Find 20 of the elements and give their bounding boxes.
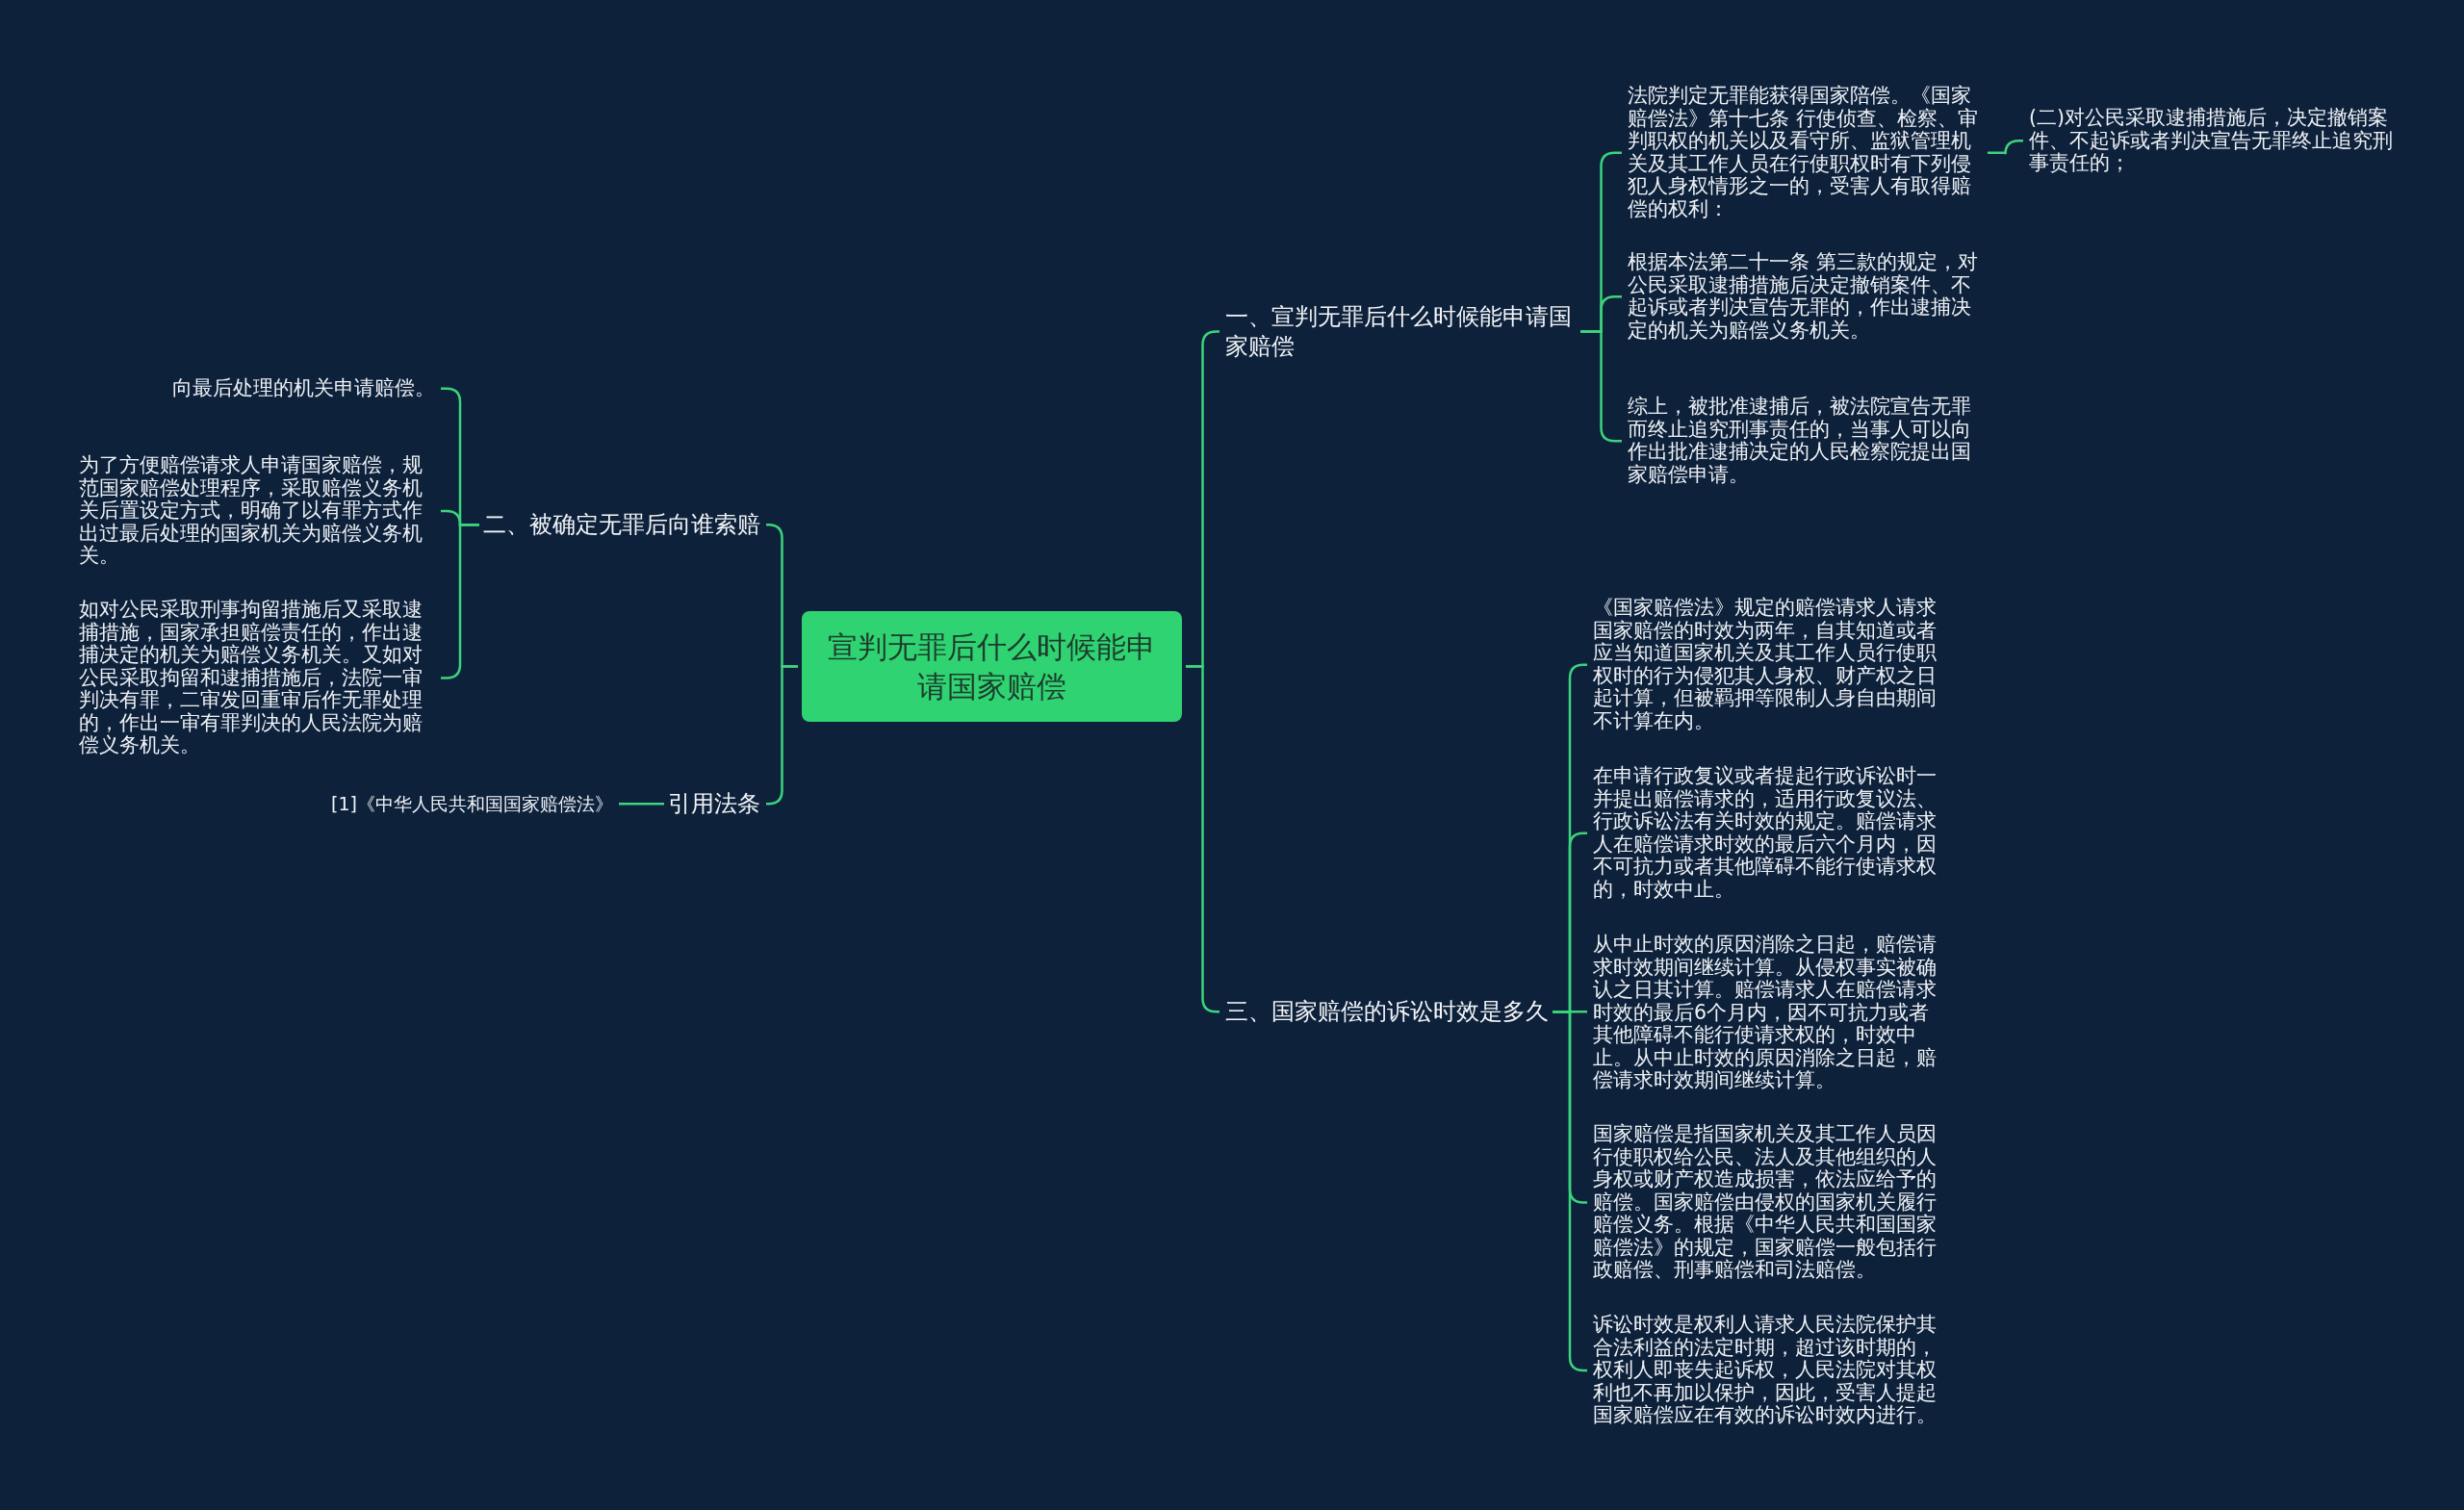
note-text: [1]《中华人民共和国国家赔偿法》: [331, 794, 613, 815]
connector-line: [1988, 140, 2023, 156]
branch-topic-text: 一、宣判无罪后什么时候能申请国家赔偿: [1225, 302, 1577, 362]
note-text: (二)对公民采取逮捕措施后，决定撤销案件、不起诉或者判决宣告无罪终止追究刑事责任的；: [2029, 107, 2404, 175]
note-text: 法院判定无罪能获得国家陪偿。《国家赔偿法》第十七条 行使侦查、检察、审判职权的机关以及看守所、监狱管理机关及其工作人员在行使职权时有下列侵犯人身权情形之一的，受害人有取得赔偿的权利：: [1628, 85, 1984, 221]
note-text: 从中止时效的原因消除之日起，赔偿请求时效期间继续计算。从侵权事实被确认之日其计算。赔偿请求人在赔偿请求时效的最后6个月内，因不可抗力或者其他障碍不能行使请求权的，时效中止。从中止时效的原因消除之日起，赔偿请求时效期间继续计算。: [1593, 934, 1949, 1092]
note-text: 向最后处理的机关申请赔偿。: [172, 377, 435, 400]
note-text: 在申请行政复议或者提起行政诉讼时一并提出赔偿请求的，适用行政复议法、行政诉讼法有关时效的规定。赔偿请求人在赔偿请求时效的最后六个月内，因不可抗力或者其他障碍不能行使请求权的，时效中止。: [1593, 765, 1949, 902]
note-text: 国家赔偿是指国家机关及其工作人员因行使职权给公民、法人及其他组织的人身权或财产权造成损害，依法应给予的赔偿。国家赔偿由侵权的国家机关履行赔偿义务。根据《中华人民共和国国家赔偿法》的规定，国家赔偿一般包括行政赔偿、刑事赔偿和司法赔偿。: [1593, 1123, 1949, 1282]
note-text: 诉讼时效是权利人请求人民法院保护其合法利益的法定时期，超过该时期的，权利人即丧失起诉权，人民法院对其权利也不再加以保护，因此，受害人提起国家赔偿应在有效的诉讼时效内进行。: [1593, 1314, 1949, 1427]
connector-line: [619, 803, 664, 806]
branch-topic-text: 三、国家赔偿的诉讼时效是多久: [1225, 997, 1549, 1027]
branch-topic-text: 引用法条: [668, 789, 760, 819]
note-text: 综上，被批准逮捕后，被法院宣告无罪而终止追究刑事责任的，当事人可以向作出批准逮捕决定的人民检察院提出国家赔偿申请。: [1628, 396, 1984, 487]
note-text: 《国家赔偿法》规定的赔偿请求人请求国家赔偿的时效为两年，自其知道或者应当知道国家机关及其工作人员行使职权时的行为侵犯其人身权、财产权之日起计算，但被羁押等限制人身自由期间不计算在内。: [1593, 597, 1949, 733]
central-topic-box: 宣判无罪后什么时候能申请国家赔偿: [802, 611, 1182, 722]
note-text: 如对公民采取刑事拘留措施后又采取逮捕措施，国家承担赔偿责任的，作出逮捕决定的机关为赔偿义务机关。又如对公民采取拘留和逮捕措施后，法院一审判决有罪，二审发回重审后作无罪处理的，作出一审有罪判决的人民法院为赔偿义务机关。: [79, 599, 435, 757]
note-text: 根据本法第二十一条 第三款的规定，对公民采取逮捕措施后决定撤销案件、不起诉或者判决宣告无罪的，作出逮捕决定的机关为赔偿义务机关。: [1628, 251, 1984, 343]
branch-topic-text: 二、被确定无罪后向谁索赔: [483, 510, 760, 540]
note-text: 为了方便赔偿请求人申请国家赔偿，规范国家赔偿处理程序，采取赔偿义务机关后置设定方式，明确了以有罪方式作出过最后处理的国家机关为赔偿义务机关。: [79, 454, 435, 568]
